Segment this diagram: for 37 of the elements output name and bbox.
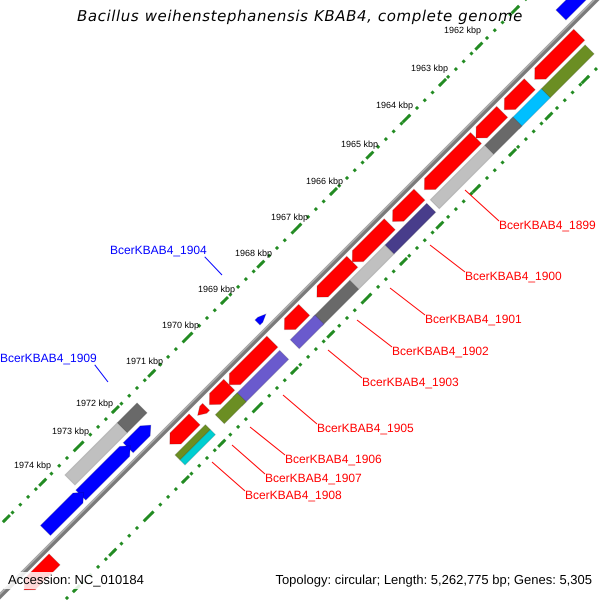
genome-title: Bacillus weihenstephanensis KBAB4, complete genome [76,8,524,26]
leader-line [430,244,466,272]
genome-stats-text: Topology: circular; Length: 5,262,775 bp; Genes: 5,305 [275,573,592,588]
leader-line [328,350,362,378]
scale-label: 1962 kbp [444,25,482,36]
gene-label: BcerKBAB4_1909 [0,352,97,366]
leader-line [250,426,286,456]
leader-line [464,190,500,222]
scale-label: 1966 kbp [306,176,344,186]
scale-label: 1967 kbp [271,212,308,222]
scale-label: 1974 kbp [14,460,52,470]
leader-line [204,256,222,276]
scale-label: 1973 kbp [52,426,90,436]
scale-label: 1968 kbp [235,248,272,258]
gene-label: BcerKBAB4_1904 [110,244,207,258]
leader-line [94,364,108,382]
leader-line [356,320,392,348]
scale-label: 1971 kbp [126,356,164,366]
gene-label: BcerKBAB4_1901 [425,313,522,327]
scale-label: 1970 kbp [162,320,200,330]
scale-label: 1964 kbp [376,100,414,110]
gene-label: BcerKBAB4_1900 [465,270,562,284]
gene-label: BcerKBAB4_1906 [285,453,382,467]
leader-line [282,394,318,424]
gene-label: BcerKBAB4_1899 [499,219,596,233]
gene-label: BcerKBAB4_1907 [265,472,362,486]
gene-label: BcerKBAB4_1905 [317,422,414,436]
scale-label: 1965 kbp [341,139,378,150]
leader-line [212,462,246,492]
leader-line [390,288,426,316]
gene-label: BcerKBAB4_1908 [245,489,342,503]
scale-label: 1972 kbp [76,398,114,408]
gene-label: BcerKBAB4_1903 [362,376,459,390]
scale-label: 1963 kbp [411,63,448,74]
leader-line [232,444,266,474]
gene-label: BcerKBAB4_1902 [392,345,489,359]
scale-label: 1969 kbp [198,284,236,294]
